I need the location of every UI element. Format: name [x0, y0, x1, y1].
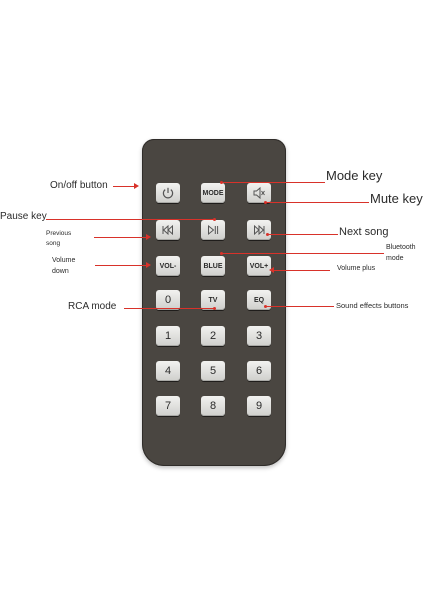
- next-song-pointer: [268, 234, 338, 235]
- onoff-arrowhead: [134, 183, 139, 189]
- pause-key-dot: [213, 218, 216, 221]
- play-pause-icon: [208, 224, 219, 236]
- bluetooth-button[interactable]: BLUE: [201, 256, 225, 276]
- number-6-button[interactable]: 6: [247, 361, 271, 381]
- bluetooth-mode-pointer: [222, 253, 384, 254]
- mode-key-pointer: [221, 182, 325, 183]
- number-7-button[interactable]: 7: [156, 396, 180, 416]
- mode-key-label: Mode key: [326, 168, 383, 183]
- number-3-button[interactable]: 3: [247, 326, 271, 346]
- volume-plus-arrowhead: [269, 267, 274, 273]
- tv-button[interactable]: TV: [201, 290, 225, 310]
- skip-next-icon: [254, 224, 265, 236]
- volume-plus-pointer: [274, 270, 330, 271]
- number-8-button[interactable]: 8: [201, 396, 225, 416]
- previous-song-pointer: [94, 237, 146, 238]
- power-icon: [162, 187, 174, 199]
- previous-button[interactable]: [156, 220, 180, 240]
- onoff-label: On/off button: [50, 180, 108, 191]
- number-9-button[interactable]: 9: [247, 396, 271, 416]
- onoff-pointer: [113, 186, 134, 187]
- bluetooth-mode-label-1: Bluetooth: [386, 244, 416, 251]
- power-button[interactable]: [156, 183, 180, 203]
- skip-previous-icon: [162, 224, 173, 236]
- mute-key-label: Mute key: [370, 191, 423, 206]
- number-2-button[interactable]: 2: [201, 326, 225, 346]
- volume-down-label-1: Volume: [52, 257, 76, 264]
- bluetooth-mode-dot: [220, 252, 223, 255]
- previous-song-label-1: Previous: [46, 230, 72, 237]
- sound-effects-dot: [264, 305, 267, 308]
- previous-song-label-2: song: [46, 240, 61, 247]
- mode-button[interactable]: MODE: [201, 183, 225, 203]
- mute-speaker-icon: [253, 186, 265, 200]
- rca-mode-pointer: [124, 308, 214, 309]
- rca-mode-dot: [213, 307, 216, 310]
- number-4-button[interactable]: 4: [156, 361, 180, 381]
- rca-mode-label: RCA mode: [68, 301, 117, 312]
- bluetooth-mode-label-2: mode: [386, 255, 404, 262]
- mute-button[interactable]: [247, 183, 271, 203]
- eq-button[interactable]: EQ: [247, 290, 271, 310]
- pause-key-label: Pause key: [0, 211, 47, 222]
- volume-up-button[interactable]: VOL+: [247, 256, 271, 276]
- volume-down-arrowhead: [146, 262, 151, 268]
- sound-effects-pointer: [266, 306, 334, 307]
- pause-key-pointer: [46, 219, 214, 220]
- number-1-button[interactable]: 1: [156, 326, 180, 346]
- mute-key-dot: [264, 201, 267, 204]
- volume-down-label-2: down: [52, 268, 69, 275]
- previous-song-arrowhead: [146, 234, 151, 240]
- volume-down-pointer: [95, 265, 146, 266]
- volume-down-button[interactable]: VOL-: [156, 256, 180, 276]
- mode-key-dot: [220, 181, 223, 184]
- volume-plus-label: Volume plus: [337, 265, 376, 272]
- number-0-button[interactable]: 0: [156, 290, 180, 310]
- next-button[interactable]: [247, 220, 271, 240]
- next-song-dot: [266, 233, 269, 236]
- number-5-button[interactable]: 5: [201, 361, 225, 381]
- play-pause-button[interactable]: [201, 220, 225, 240]
- mute-key-pointer: [266, 202, 369, 203]
- next-song-label: Next song: [339, 226, 389, 238]
- sound-effects-label: Sound effects buttons: [336, 301, 409, 310]
